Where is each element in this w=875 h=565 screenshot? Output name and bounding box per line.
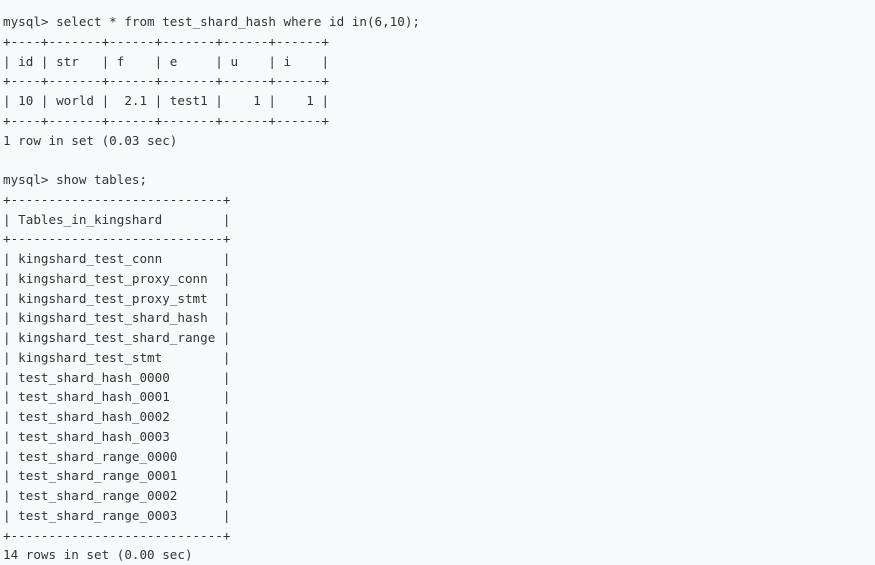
terminal-line-tables-border-bottom: +----------------------------+ bbox=[3, 527, 231, 543]
table-row: | test_shard_hash_0002 | bbox=[3, 409, 231, 424]
terminal-line-tables-border-top: +----------------------------+ bbox=[3, 191, 231, 207]
terminal-line-status-one: 1 row in set (0.03 sec) bbox=[3, 132, 178, 148]
table-row: | kingshard_test_stmt | bbox=[3, 349, 231, 365]
table-row: | test_shard_range_0000 | bbox=[3, 448, 231, 464]
terminal-line-blank bbox=[3, 150, 875, 170]
table-row: | kingshard_test_proxy_conn | bbox=[3, 270, 231, 286]
terminal-line-command-show-tables: mysql> show tables; bbox=[3, 172, 148, 187]
terminal-line-tables-header: | Tables_in_kingshard | bbox=[3, 211, 231, 227]
table-row: | test_shard_range_0001 | bbox=[3, 468, 231, 484]
terminal-line-table-header: | id | str | f | e | u | i | bbox=[3, 53, 330, 69]
terminal-line-table-border-top: +----+-------+------+-------+------+----… bbox=[3, 33, 330, 49]
table-row: | test_shard_hash_0003 | bbox=[3, 428, 231, 444]
table-row: | kingshard_test_shard_range | bbox=[3, 330, 231, 345]
table-row: | test_shard_hash_0000 | bbox=[3, 369, 231, 385]
terminal-line-table-border-mid: +----+-------+------+-------+------+----… bbox=[3, 73, 330, 89]
terminal-line-tables-border-mid: +----------------------------+ bbox=[3, 231, 231, 247]
terminal-line-command-select: mysql> select * from test_shard_hash whe… bbox=[3, 14, 421, 29]
table-row: | kingshard_test_shard_hash | bbox=[3, 310, 231, 326]
table-row: | kingshard_test_conn | bbox=[3, 251, 231, 266]
terminal-line-status-two: 14 rows in set (0.00 sec) bbox=[3, 547, 193, 563]
table-row: | test_shard_range_0002 | bbox=[3, 488, 231, 503]
terminal-line-table-row: | 10 | world | 2.1 | test1 | 1 | 1 | bbox=[3, 93, 330, 108]
table-row: | test_shard_range_0003 | bbox=[3, 507, 231, 523]
terminal-line-table-border-bottom: +----+-------+------+-------+------+----… bbox=[3, 112, 330, 128]
table-row: | test_shard_hash_0001 | bbox=[3, 389, 231, 405]
table-row: | kingshard_test_proxy_stmt | bbox=[3, 290, 231, 306]
